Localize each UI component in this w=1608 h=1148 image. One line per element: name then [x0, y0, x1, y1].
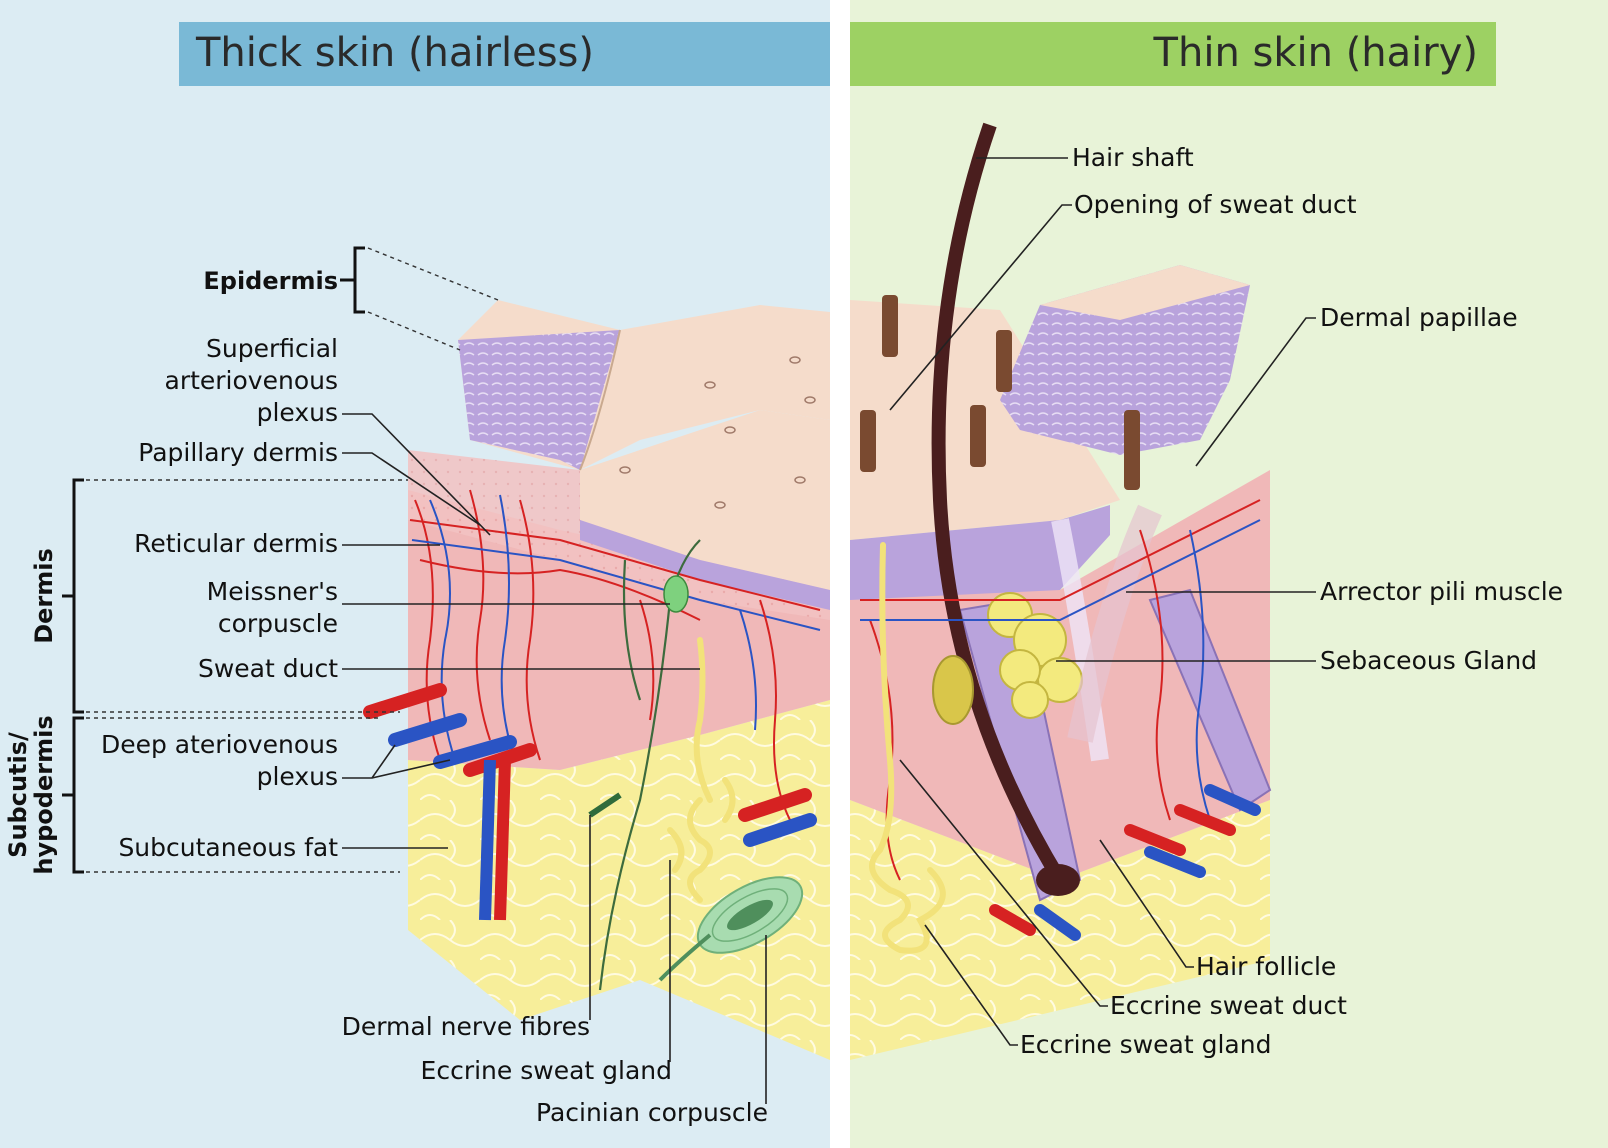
label-eccrine-sweat-gland-right: Eccrine sweat gland [1020, 1030, 1271, 1059]
label-subcutis-1: Subcutis/ [4, 732, 32, 858]
leader-dermal-papillae [1195, 317, 1316, 467]
label-reticular-dermis: Reticular dermis [134, 529, 338, 558]
right-title-bar [850, 22, 1496, 86]
label-deep-plexus-2: plexus [257, 762, 338, 791]
thin-sweat-duct-gland [869, 542, 946, 954]
thin-skin-block [850, 122, 1272, 1060]
label-sweat-duct: Sweat duct [198, 654, 338, 683]
leader-eccrine-sweat-duct [899, 759, 1108, 1007]
label-arrector-pili: Arrector pili muscle [1320, 577, 1563, 606]
label-opening-sweat-duct: Opening of sweat duct [1074, 190, 1357, 219]
thick-stratum-band [580, 520, 830, 610]
label-dermal-nerve-fibres: Dermal nerve fibres [342, 1012, 590, 1041]
hair-stubs [860, 295, 1140, 490]
label-superficial-plexus-3: plexus [257, 398, 338, 427]
label-dermis-bracket: Dermis [30, 548, 58, 644]
label-pacinian-corpuscle: Pacinian corpuscle [536, 1098, 768, 1127]
label-dermal-papillae: Dermal papillae [1320, 303, 1518, 332]
sebaceous-gland-small [932, 655, 974, 725]
thin-epidermis-flap [1000, 265, 1250, 455]
label-meissner-1: Meissner's [207, 577, 338, 606]
label-eccrine-sweat-duct: Eccrine sweat duct [1110, 991, 1347, 1020]
thick-sweat-duct [667, 637, 736, 903]
thick-flap-curve [579, 329, 621, 471]
leader-hair-follicle [1099, 839, 1194, 968]
thick-skin-pores [619, 356, 816, 509]
right-title: Thin skin (hairy) [1153, 30, 1478, 76]
right-labels: Hair shaft Opening of sweat duct Dermal … [889, 143, 1563, 1059]
hair-bulb [1036, 864, 1080, 896]
label-epidermis: Epidermis [203, 267, 338, 295]
meissner-corpuscle [663, 575, 689, 613]
label-papillary-dermis: Papillary dermis [138, 438, 338, 467]
thin-flap-top [1040, 265, 1250, 320]
hair-shaft [931, 122, 1066, 884]
left-title-bar [179, 22, 830, 86]
label-meissner-2: corpuscle [218, 609, 338, 638]
leader-papillary-dermis [342, 452, 481, 526]
leader-superficial-plexus [342, 413, 491, 536]
dermis-bracket [62, 478, 84, 714]
leader-opening-sweat-duct [889, 204, 1072, 411]
label-sebaceous-gland: Sebaceous Gland [1320, 646, 1537, 675]
thin-stratum-band [850, 505, 1110, 600]
subcutis-bracket [62, 716, 84, 874]
pacinian-corpuscle [658, 876, 804, 982]
label-subcutis-2: hypodermis [30, 715, 58, 874]
label-subcutaneous-fat: Subcutaneous fat [118, 833, 338, 862]
label-deep-plexus-1: Deep ateriovenous [101, 730, 338, 759]
epidermis-leader-bottom [367, 311, 461, 351]
leader-deep-plexus [342, 744, 451, 779]
thick-flap-papillae [458, 330, 620, 470]
left-labels: Epidermis Superficial arteriovenous plex… [4, 246, 768, 1127]
label-hair-follicle: Hair follicle [1196, 952, 1336, 981]
leader-eccrine-sweat-gland-right [924, 924, 1018, 1046]
label-superficial-plexus-1: Superficial [206, 334, 338, 363]
label-eccrine-sweat-gland-left: Eccrine sweat gland [421, 1056, 672, 1085]
sebaceous-gland [987, 592, 1083, 719]
thick-dermis [408, 490, 830, 770]
label-hair-shaft: Hair shaft [1072, 143, 1194, 172]
panel-divider [830, 0, 850, 1148]
left-title: Thick skin (hairless) [195, 30, 594, 76]
thick-deep-plexus [363, 683, 817, 921]
label-superficial-plexus-2: arteriovenous [165, 366, 339, 395]
thick-skin-block [363, 300, 830, 1060]
thick-epidermis-top [580, 410, 830, 590]
epidermis-bracket [340, 246, 365, 314]
